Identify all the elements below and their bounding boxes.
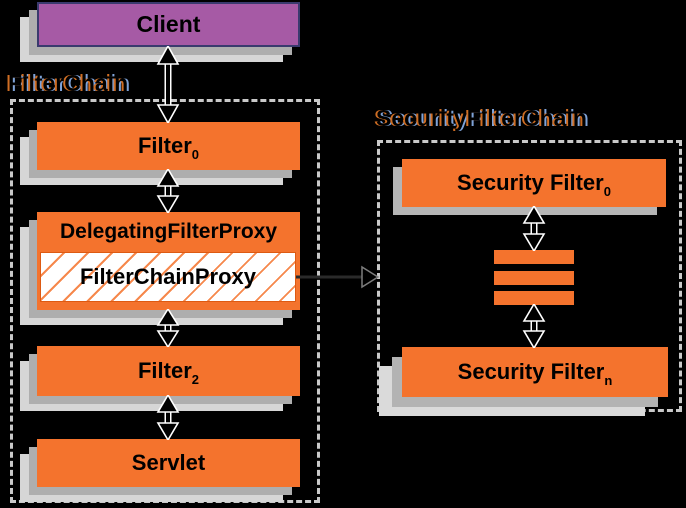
servlet-node: Servlet [37, 439, 300, 487]
filter0-node: Filter0 [37, 122, 300, 170]
security-filtern-node: Security Filtern [402, 347, 668, 397]
servlet-label: Servlet [131, 450, 206, 475]
delegating-filter-proxy-node: DelegatingFilterProxy FilterChainProxy [37, 212, 300, 310]
security-filter0-node: Security Filter0 [402, 159, 666, 207]
filter-chain-proxy-node: FilterChainProxy [40, 252, 296, 302]
arrow-client-filter0 [154, 46, 182, 123]
filter2-label: Filter2 [137, 358, 200, 387]
ellipsis-bar [494, 250, 574, 264]
filter0-label: Filter0 [137, 133, 200, 162]
filter2-subscript: 2 [191, 372, 200, 387]
security-filterchain-dashed-container [377, 140, 682, 412]
security-filter0-subscript: 0 [603, 184, 611, 199]
filterchain-label: FilterChain [8, 70, 129, 96]
arrow-delegatingfilterproxy-filter2 [154, 309, 182, 347]
arrow-filter0-delegatingfilterproxy [154, 169, 182, 213]
filter0-subscript: 0 [191, 147, 200, 162]
arrow-securityfilter0-ellipsis [520, 206, 548, 251]
arrow-filter2-servlet [154, 395, 182, 440]
ellipsis-bar [494, 271, 574, 285]
security-filtern-label: Security Filtern [457, 359, 613, 388]
client-label: Client [136, 11, 201, 37]
ellipsis-bar [494, 291, 574, 305]
security-filter0-label: Security Filter0 [457, 170, 611, 199]
client-node: Client [37, 2, 300, 47]
delegating-filter-proxy-label: DelegatingFilterProxy [59, 220, 278, 243]
security-filterchain-label: SecurityFilterChain [376, 105, 587, 131]
connector-filterchainproxy-securityfilterchain [296, 262, 380, 292]
filter2-node: Filter2 [37, 346, 300, 396]
filter-chain-proxy-label: FilterChainProxy [79, 264, 257, 289]
arrow-ellipsis-securityfiltern [520, 304, 548, 348]
security-filtern-subscript: n [604, 373, 613, 388]
